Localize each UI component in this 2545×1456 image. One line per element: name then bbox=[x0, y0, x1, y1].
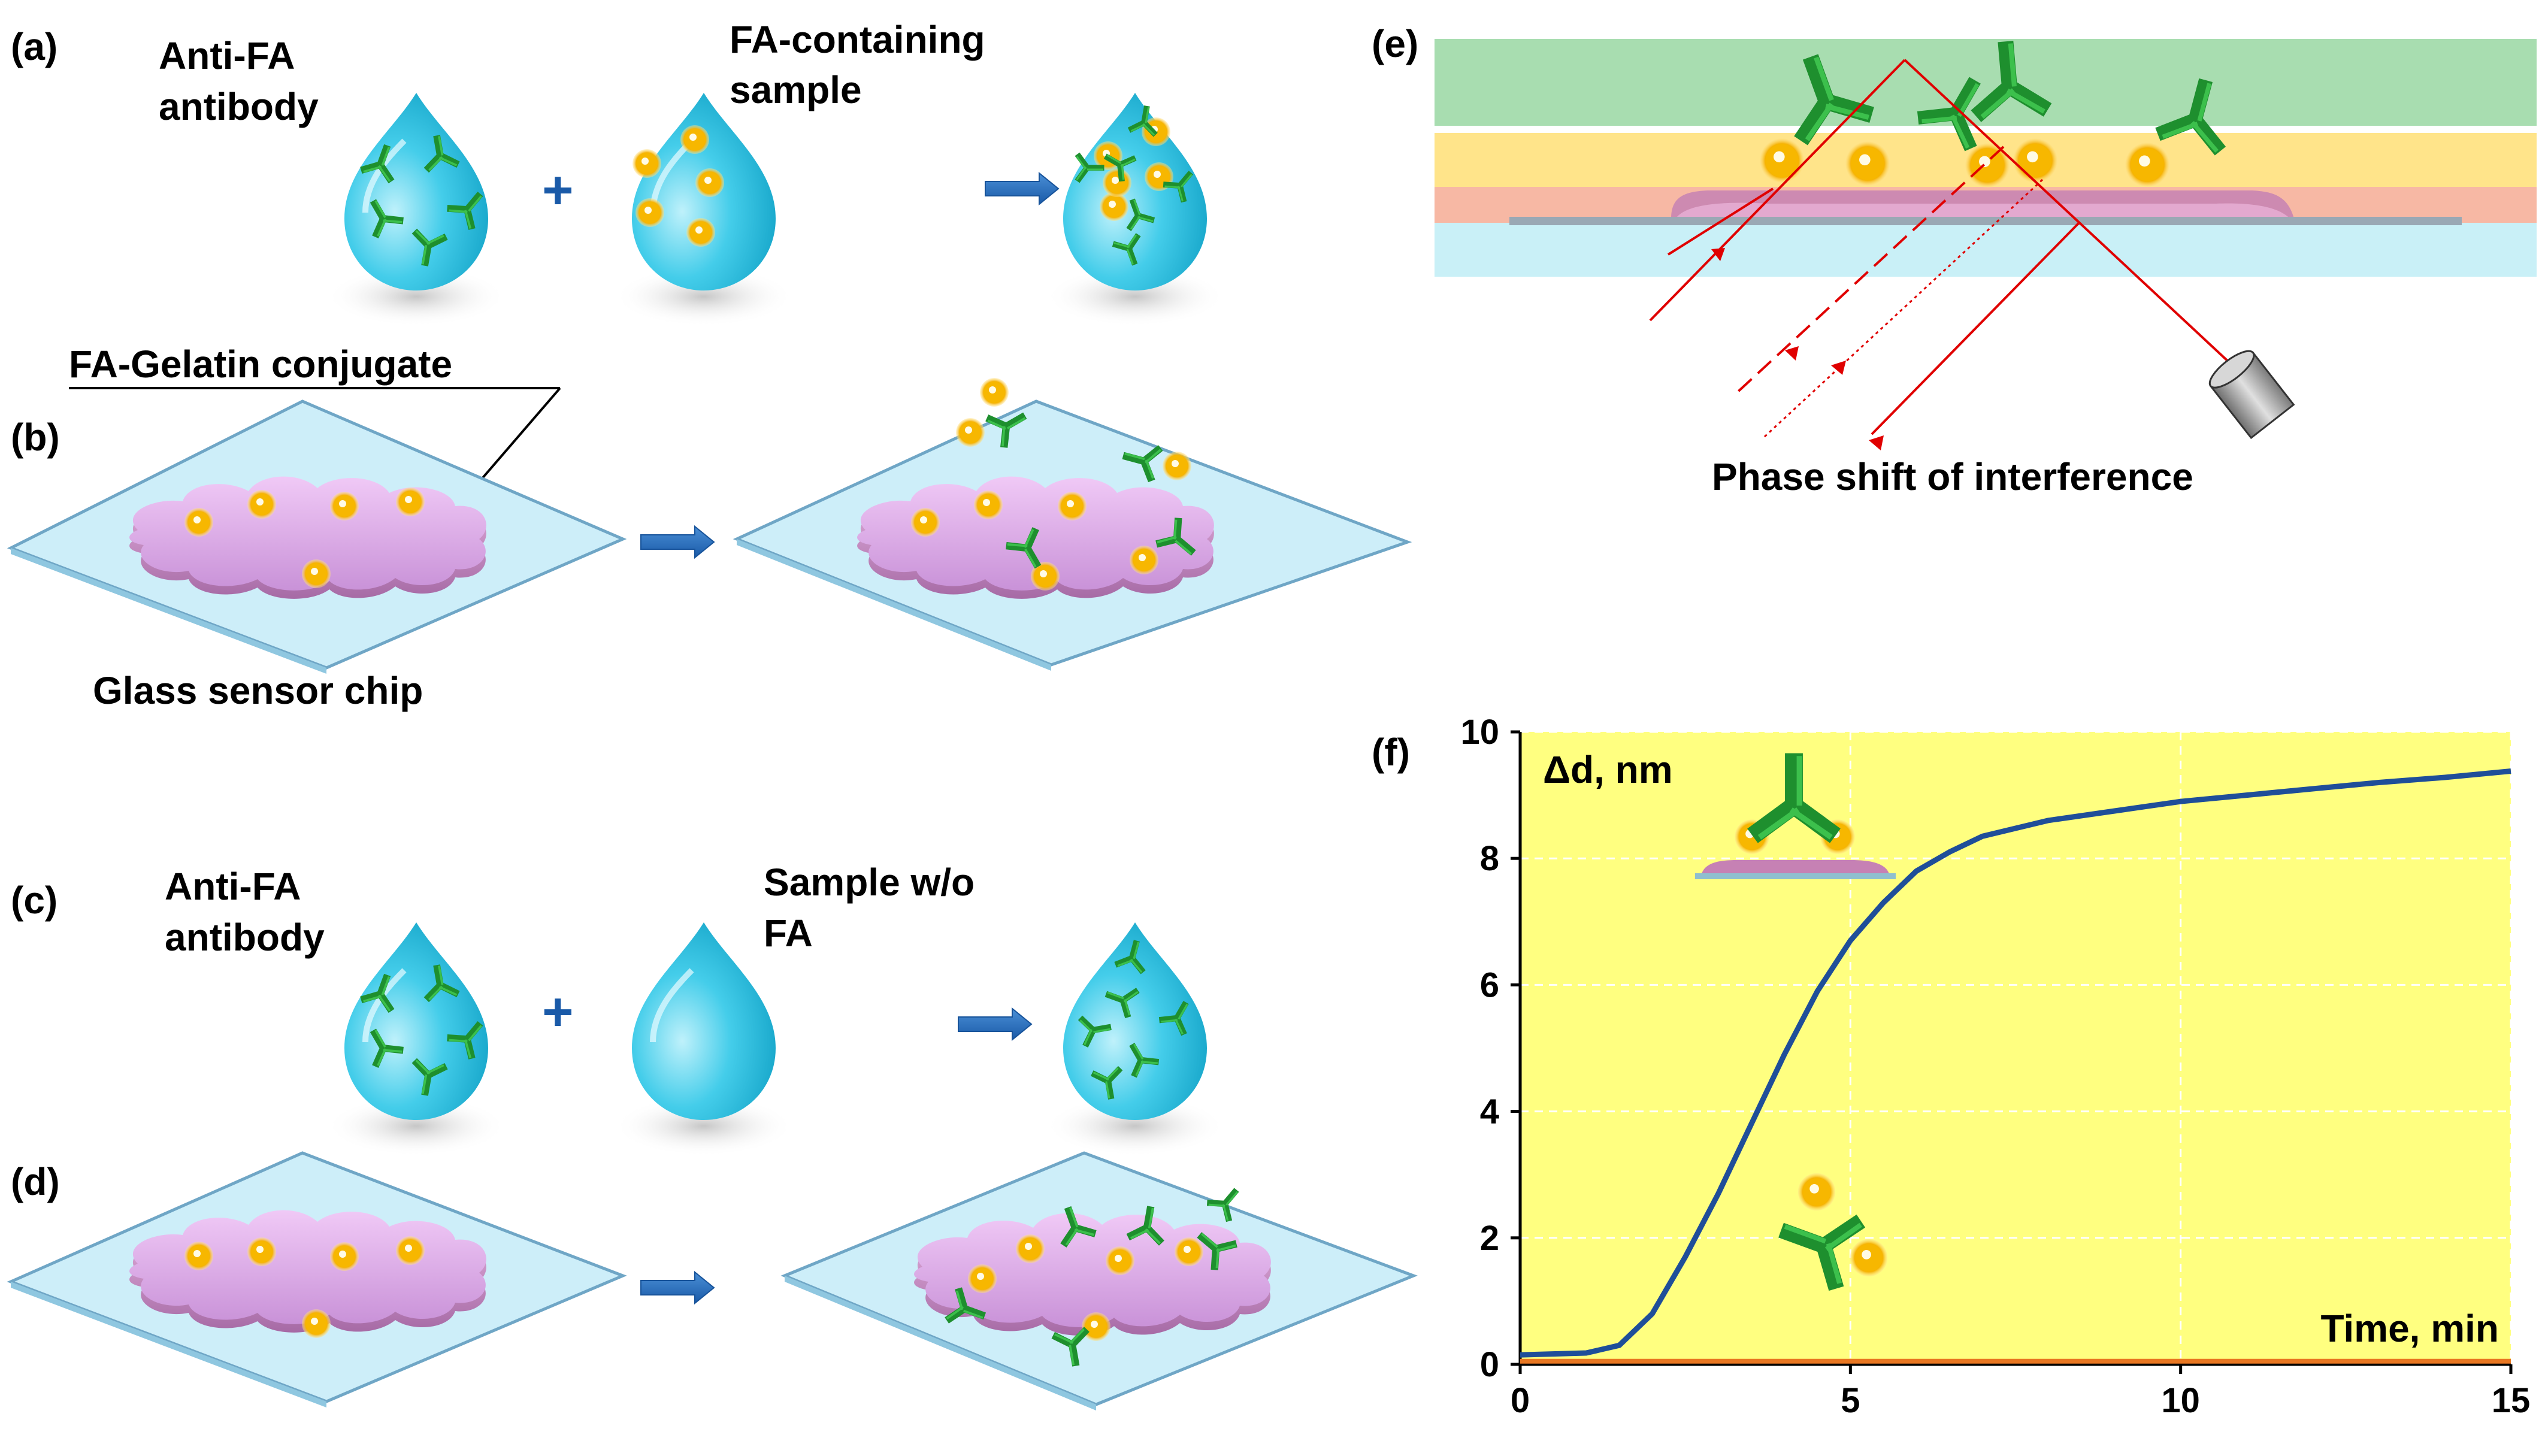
sensor-chip-d-left bbox=[7, 1151, 627, 1407]
mixture-drop bbox=[1045, 93, 1225, 326]
arrow-icon bbox=[958, 1008, 1032, 1040]
y-tick-label: 10 bbox=[1460, 713, 1499, 752]
sensor-chip-b-left bbox=[7, 399, 627, 674]
panel-c-antibody-label-line2: antibody bbox=[165, 916, 325, 959]
conjugate-label: FA-Gelatin conjugate bbox=[69, 343, 452, 386]
plus-icon: + bbox=[542, 982, 574, 1042]
panel-b-tag: (b) bbox=[11, 416, 60, 459]
sensor-chip-b-right bbox=[733, 378, 1412, 671]
x-tick-label: 10 bbox=[2161, 1381, 2200, 1420]
x-tick-label: 5 bbox=[1841, 1381, 1860, 1420]
panel-a-antibody-label-line2: antibody bbox=[159, 85, 319, 128]
panel-d-tag: (d) bbox=[11, 1160, 60, 1203]
y-tick-label: 2 bbox=[1480, 1219, 1499, 1258]
panel-a-antibody-label-line1: Anti-FA bbox=[159, 34, 295, 77]
laser-paths bbox=[1649, 59, 2232, 438]
y-tick-label: 4 bbox=[1480, 1092, 1499, 1131]
panel-c-antibody-label-line1: Anti-FA bbox=[165, 865, 301, 908]
panel-c-sample-label-line1: Sample w/o bbox=[764, 861, 975, 904]
antibody-only-drop bbox=[1045, 922, 1225, 1156]
blank-sample-drop bbox=[614, 922, 794, 1156]
panel-a: (a) Anti-FA antibody FA-containing sampl… bbox=[11, 18, 1225, 326]
sensor-chip-d-right bbox=[780, 1151, 1418, 1410]
laser-arrowheads bbox=[1711, 248, 1884, 450]
panel-e-tag: (e) bbox=[1372, 22, 1418, 65]
panel-a-sample-label-line2: sample bbox=[730, 68, 862, 111]
plus-icon: + bbox=[542, 161, 574, 220]
panel-a-tag: (a) bbox=[11, 25, 58, 68]
series-line-1 bbox=[1520, 768, 2511, 1358]
light-source-icon bbox=[2208, 350, 2295, 440]
arrow-icon bbox=[640, 526, 715, 558]
panel-b: (b) FA-Gelatin conjugate Glass sensor ch… bbox=[7, 343, 1412, 712]
y-axis-label: Δd, nm bbox=[1543, 748, 1673, 791]
y-tick-label: 6 bbox=[1480, 965, 1499, 1004]
panel-c-tag: (c) bbox=[11, 879, 58, 922]
panel-f-tag: (f) bbox=[1372, 731, 1410, 774]
antibody-drop bbox=[326, 93, 506, 326]
panel-a-sample-label-line1: FA-containing bbox=[730, 18, 985, 61]
chip-label: Glass sensor chip bbox=[93, 669, 423, 712]
y-tick-label: 0 bbox=[1480, 1345, 1499, 1384]
y-tick-label: 8 bbox=[1480, 839, 1499, 878]
arrow-icon bbox=[985, 172, 1059, 205]
panel-c-sample-label-line2: FA bbox=[764, 912, 813, 955]
x-axis-label: Time, min bbox=[2320, 1307, 2499, 1350]
x-tick-label: 15 bbox=[2492, 1381, 2531, 1420]
arrow-icon bbox=[640, 1272, 715, 1304]
fa-sample-drop bbox=[614, 93, 794, 326]
panel-e: (e) bbox=[1372, 22, 2537, 498]
antibody-drop bbox=[326, 922, 506, 1156]
panel-d: (d) bbox=[7, 1151, 1418, 1410]
bound-complex-inset bbox=[1695, 753, 1896, 879]
phase-shift-caption: Phase shift of interference bbox=[1712, 455, 2193, 498]
x-tick-label: 0 bbox=[1511, 1381, 1530, 1420]
panel-c: (c) Anti-FA antibody Sample w/o FA + bbox=[11, 861, 1225, 1156]
